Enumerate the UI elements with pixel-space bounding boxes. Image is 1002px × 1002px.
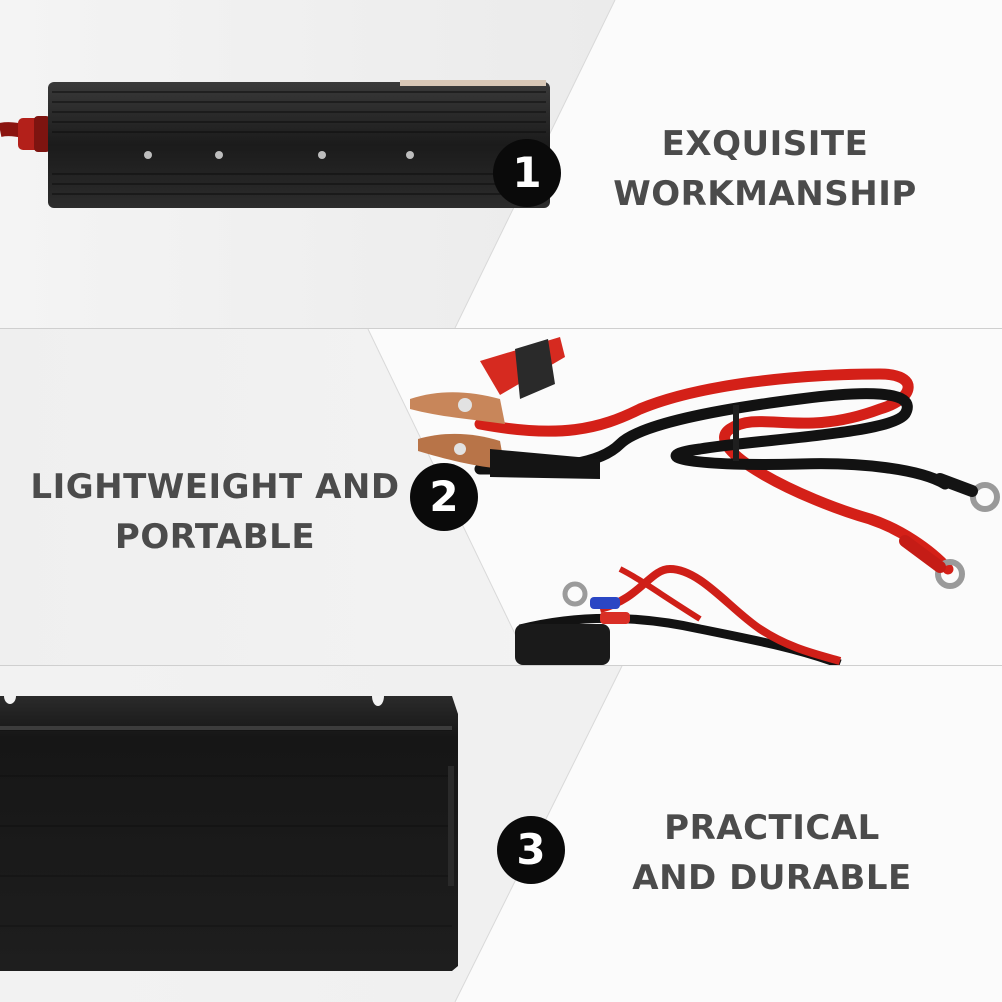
- feature-panel-1: 1 EXQUISITE WORKMANSHIP: [0, 0, 1002, 328]
- feature-caption: EXQUISITE WORKMANSHIP: [600, 119, 930, 219]
- feature-number-badge: 3: [497, 816, 565, 884]
- feature-caption-line: AND DURABLE: [632, 858, 912, 898]
- feature-panel-2: 2 LIGHTWEIGHT AND PORTABLE: [0, 329, 1002, 665]
- feature-caption-line: WORKMANSHIP: [613, 174, 917, 214]
- inverter-case-image: [0, 696, 458, 971]
- feature-caption-line: PORTABLE: [114, 517, 316, 557]
- cable-clips-image: [410, 337, 1000, 665]
- divider: [0, 665, 1002, 666]
- feature-caption-line: EXQUISITE: [661, 124, 869, 164]
- panel-1-background: [0, 0, 1002, 328]
- inverter-image: [0, 80, 550, 208]
- feature-caption: PRACTICAL AND DURABLE: [612, 803, 932, 903]
- feature-caption: LIGHTWEIGHT AND PORTABLE: [30, 462, 400, 562]
- feature-number-badge: 1: [493, 139, 561, 207]
- feature-panel-3: 3 PRACTICAL AND DURABLE: [0, 666, 1002, 1002]
- feature-caption-line: LIGHTWEIGHT AND: [30, 467, 400, 507]
- feature-number-badge: 2: [410, 463, 478, 531]
- divider: [0, 328, 1002, 329]
- panel-2-background: [0, 329, 1002, 665]
- feature-caption-line: PRACTICAL: [664, 808, 880, 848]
